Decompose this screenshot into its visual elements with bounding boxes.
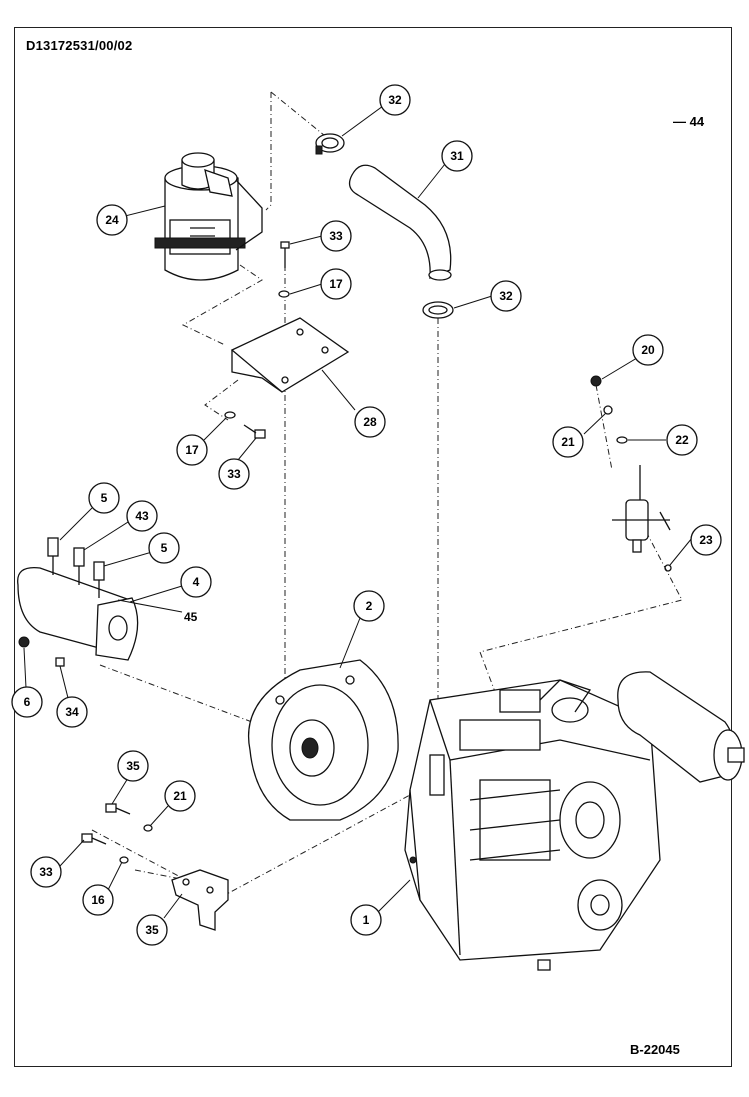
callout-33-middle: 33 — [218, 458, 250, 490]
callout-35-lower: 35 — [136, 914, 168, 946]
svg-text:33: 33 — [329, 229, 343, 243]
hose-clamp-lower — [422, 301, 454, 319]
callout-20: 20 — [632, 334, 664, 366]
svg-text:33: 33 — [227, 467, 241, 481]
reference-44-label: — 44 — [673, 114, 705, 129]
callout-6: 6 — [11, 686, 43, 718]
callout-21-upper: 21 — [552, 426, 584, 458]
engine-mount-bracket — [171, 869, 229, 931]
svg-text:5: 5 — [161, 541, 168, 555]
engine-block — [404, 679, 661, 971]
svg-text:43: 43 — [135, 509, 149, 523]
bolt-lower — [243, 424, 266, 439]
svg-text:31: 31 — [450, 149, 464, 163]
callout-16: 16 — [82, 884, 114, 916]
callout-45: 45 — [184, 610, 198, 624]
callout-21-lower: 21 — [164, 780, 196, 812]
drawing-frame — [14, 27, 732, 1067]
svg-text:35: 35 — [126, 759, 140, 773]
callout-33-lower: 33 — [30, 856, 62, 888]
svg-text:32: 32 — [499, 289, 513, 303]
callout-17-lower: 17 — [176, 434, 208, 466]
callout-22: 22 — [666, 424, 698, 456]
svg-text:17: 17 — [329, 277, 343, 291]
callouts: 32 31 24 33 17 32 20 28 21 22 17 33 5 43… — [11, 84, 722, 946]
svg-text:5: 5 — [101, 491, 108, 505]
callout-5-lower: 5 — [148, 532, 180, 564]
svg-text:23: 23 — [699, 533, 713, 547]
svg-text:33: 33 — [39, 865, 53, 879]
svg-text:34: 34 — [65, 705, 79, 719]
washer-lower — [224, 411, 236, 419]
svg-text:35: 35 — [145, 923, 159, 937]
solenoid-assembly — [590, 375, 672, 572]
callout-23: 23 — [690, 524, 722, 556]
washer-upper — [278, 290, 290, 298]
bolt-upper — [280, 241, 290, 268]
callout-2: 2 — [353, 590, 385, 622]
svg-text:32: 32 — [388, 93, 402, 107]
callout-34: 34 — [56, 696, 88, 728]
callout-33-upper: 33 — [320, 220, 352, 252]
callout-31: 31 — [441, 140, 473, 172]
svg-text:6: 6 — [24, 695, 31, 709]
muffler — [617, 671, 745, 783]
exhaust-silencer — [17, 537, 139, 667]
hose-clamp-upper — [315, 133, 345, 155]
callout-17-upper: 17 — [320, 268, 352, 300]
document-id: D13172531/00/02 — [26, 38, 133, 53]
leader-lines — [23, 105, 693, 919]
callout-5-upper: 5 — [88, 482, 120, 514]
svg-text:21: 21 — [173, 789, 187, 803]
svg-text:1: 1 — [363, 913, 370, 927]
air-cleaner — [154, 152, 263, 281]
drawing-number: B-22045 — [630, 1042, 680, 1057]
callout-28: 28 — [354, 406, 386, 438]
callout-32-lower: 32 — [490, 280, 522, 312]
svg-text:22: 22 — [675, 433, 689, 447]
svg-text:16: 16 — [91, 893, 105, 907]
callout-1: 1 — [350, 904, 382, 936]
callout-4: 4 — [180, 566, 212, 598]
svg-text:24: 24 — [105, 213, 119, 227]
mount-hardware — [81, 803, 153, 864]
flywheel-housing — [248, 659, 399, 821]
intake-hose — [348, 164, 452, 281]
svg-text:20: 20 — [641, 343, 655, 357]
callout-35-upper: 35 — [117, 750, 149, 782]
svg-text:2: 2 — [366, 599, 373, 613]
bracket-plate — [230, 317, 350, 393]
callout-43: 43 — [126, 500, 158, 532]
svg-text:21: 21 — [561, 435, 575, 449]
callout-24: 24 — [96, 204, 128, 236]
reference-44-number: 44 — [689, 114, 705, 129]
svg-text:28: 28 — [363, 415, 377, 429]
svg-text:17: 17 — [185, 443, 199, 457]
callout-32-upper: 32 — [379, 84, 411, 116]
svg-text:4: 4 — [193, 575, 200, 589]
